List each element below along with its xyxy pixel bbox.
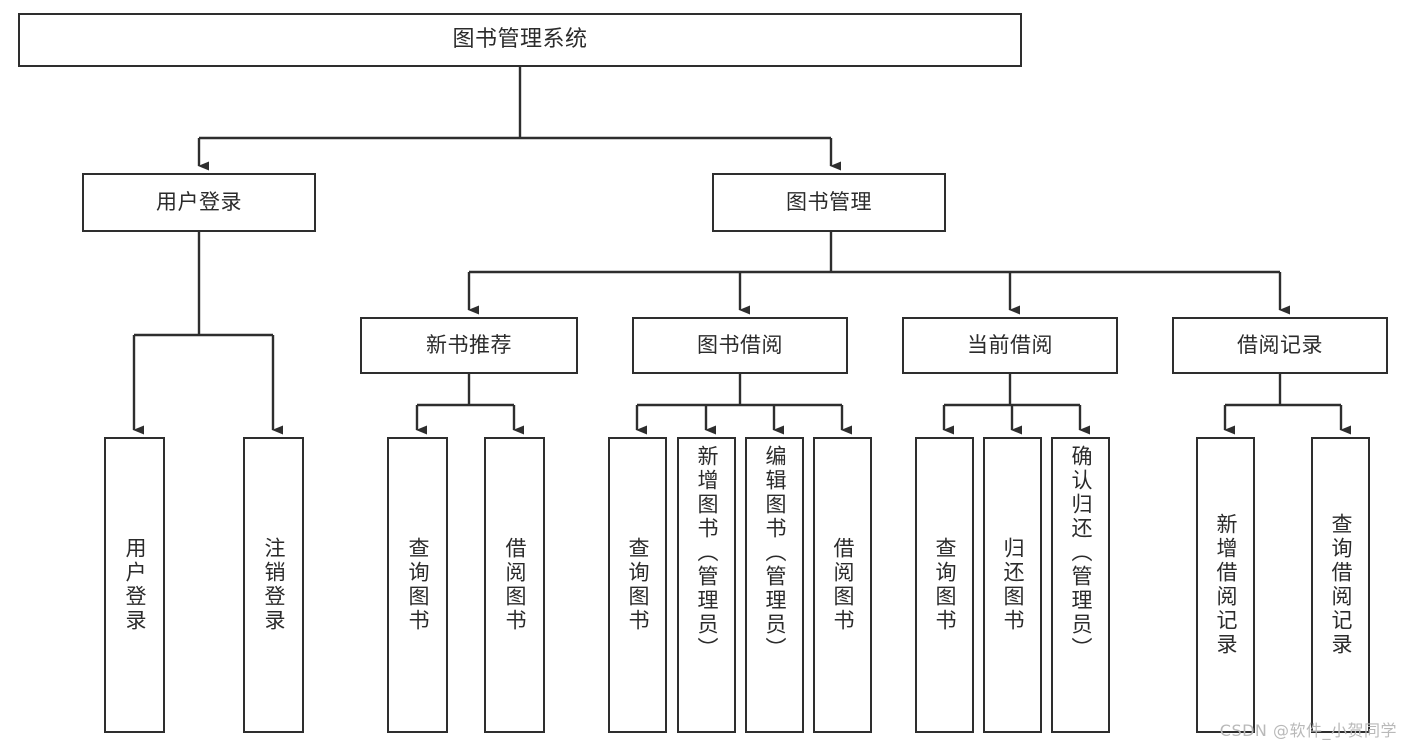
node-user-login[interactable]: 用户登录 (82, 173, 316, 232)
node-new-book-recommend-label: 新书推荐 (426, 333, 512, 358)
node-new-book-recommend[interactable]: 新书推荐 (360, 317, 578, 374)
node-root-label: 图书管理系统 (452, 27, 588, 53)
leaf-borrow-edit-book[interactable]: 编辑图书（管理员） (745, 437, 804, 733)
leaf-records-add-record-label: 新增借阅记录 (1214, 513, 1238, 657)
node-current-borrow-label: 当前借阅 (967, 333, 1053, 358)
leaf-user-login-label: 用户登录 (123, 537, 147, 633)
leaf-records-add-record[interactable]: 新增借阅记录 (1196, 437, 1255, 733)
leaf-newbook-borrow-book[interactable]: 借阅图书 (484, 437, 545, 733)
leaf-records-query-record-label: 查询借阅记录 (1329, 513, 1353, 657)
leaf-borrow-query-book[interactable]: 查询图书 (608, 437, 667, 733)
leaf-newbook-query-book-label: 查询图书 (406, 537, 430, 633)
leaf-current-return-book[interactable]: 归还图书 (983, 437, 1042, 733)
leaf-borrow-add-book-label: 新增图书（管理员） (695, 445, 719, 661)
leaf-newbook-query-book[interactable]: 查询图书 (387, 437, 448, 733)
leaf-borrow-query-book-label: 查询图书 (626, 537, 650, 633)
node-book-borrow-label: 图书借阅 (697, 333, 783, 358)
node-book-management[interactable]: 图书管理 (712, 173, 946, 232)
leaf-borrow-lend-book[interactable]: 借阅图书 (813, 437, 872, 733)
node-book-borrow[interactable]: 图书借阅 (632, 317, 848, 374)
leaf-current-query-book[interactable]: 查询图书 (915, 437, 974, 733)
leaf-user-logout-label: 注销登录 (262, 537, 286, 633)
leaf-borrow-edit-book-label: 编辑图书（管理员） (763, 445, 787, 661)
leaf-records-query-record[interactable]: 查询借阅记录 (1311, 437, 1370, 733)
node-root[interactable]: 图书管理系统 (18, 13, 1022, 67)
leaf-user-login[interactable]: 用户登录 (104, 437, 165, 733)
leaf-borrow-lend-book-label: 借阅图书 (831, 537, 855, 633)
leaf-borrow-add-book[interactable]: 新增图书（管理员） (677, 437, 736, 733)
node-borrow-records[interactable]: 借阅记录 (1172, 317, 1388, 374)
leaf-newbook-borrow-book-label: 借阅图书 (503, 537, 527, 633)
leaf-current-return-book-label: 归还图书 (1001, 537, 1025, 633)
leaf-current-query-book-label: 查询图书 (933, 537, 957, 633)
node-borrow-records-label: 借阅记录 (1237, 333, 1323, 358)
leaf-user-logout[interactable]: 注销登录 (243, 437, 304, 733)
leaf-current-confirm-return-label: 确认归还（管理员） (1069, 445, 1093, 661)
node-user-login-label: 用户登录 (156, 190, 242, 215)
node-current-borrow[interactable]: 当前借阅 (902, 317, 1118, 374)
leaf-current-confirm-return[interactable]: 确认归还（管理员） (1051, 437, 1110, 733)
node-book-management-label: 图书管理 (786, 190, 872, 215)
